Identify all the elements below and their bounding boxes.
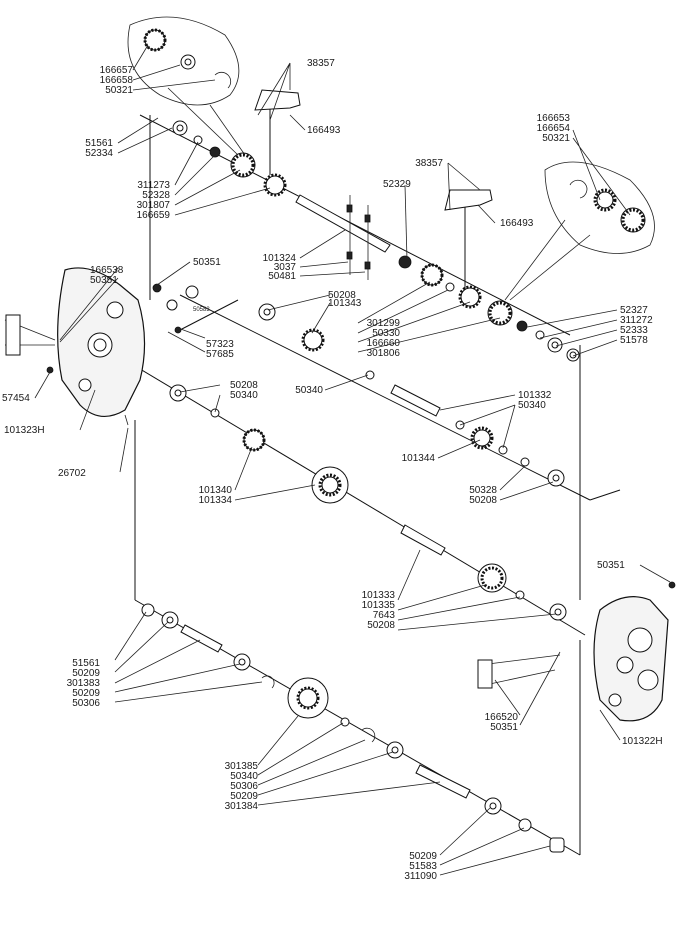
label-38357-b: 38357 [415, 158, 443, 169]
label-301384: 301384 [225, 801, 259, 812]
label-101335: 101335 [362, 600, 396, 611]
label-166653: 166653 [537, 113, 571, 124]
label-50351-d: 50351 [490, 722, 518, 733]
label-50321-a: 50321 [105, 85, 133, 96]
label-301806: 301806 [367, 348, 401, 359]
label-50351-b: 50351 [193, 257, 221, 268]
part-labels: 166657 166658 50321 38357 166493 51561 5… [2, 58, 663, 882]
label-50209-d: 50209 [409, 851, 437, 862]
label-50351-c: 50351 [597, 560, 625, 571]
top-shaft-parts [143, 28, 646, 362]
label-101333: 101333 [362, 590, 396, 601]
label-52329: 52329 [383, 179, 411, 190]
right-housing [477, 581, 676, 722]
label-166658: 166658 [100, 75, 134, 86]
label-50481: 50481 [268, 271, 296, 282]
bottom-shaft-parts [141, 603, 565, 853]
label-51561-a: 51561 [85, 138, 113, 149]
label-301299: 301299 [367, 318, 401, 329]
label-50340-b: 50340 [295, 385, 323, 396]
label-166538: 166538 [90, 265, 124, 276]
label-38357-a: 38357 [307, 58, 335, 69]
label-50340-a: 50340 [230, 390, 258, 401]
label-7643: 7643 [373, 610, 396, 621]
label-50208-b: 50208 [230, 380, 258, 391]
label-50351-a: 50351 [90, 275, 118, 286]
label-101334: 101334 [199, 495, 233, 506]
label-57323: 57323 [206, 339, 234, 350]
label-52328: 52328 [142, 190, 170, 201]
label-166659: 166659 [137, 210, 171, 221]
label-101323H: 101323H [4, 425, 45, 436]
label-3037: 3037 [274, 262, 297, 273]
label-101324: 101324 [263, 253, 297, 264]
label-301807: 301807 [137, 200, 171, 211]
label-311272: 311272 [620, 315, 653, 326]
label-50209-a: 50209 [72, 668, 100, 679]
shaft-axes [124, 90, 621, 856]
label-26702: 26702 [58, 468, 86, 479]
label-311090: 311090 [404, 871, 437, 882]
label-301385: 301385 [225, 761, 259, 772]
label-51578: 51578 [620, 335, 648, 346]
label-101340: 101340 [199, 485, 233, 496]
label-166493-b: 166493 [500, 218, 534, 229]
label-311273: 311273 [137, 180, 170, 191]
label-50321-b: 50321 [542, 133, 570, 144]
label-50208-c: 50208 [469, 495, 497, 506]
label-101322H: 101322H [622, 736, 663, 747]
label-50306-b: 50306 [230, 781, 258, 792]
label-50209-c: 50209 [230, 791, 258, 802]
label-50330: 50330 [372, 328, 400, 339]
label-166657: 166657 [100, 65, 134, 76]
label-57454: 57454 [2, 393, 30, 404]
left-housing [4, 267, 146, 426]
label-57685: 57685 [206, 349, 234, 360]
label-301383: 301383 [67, 678, 101, 689]
label-52327: 52327 [620, 305, 648, 316]
label-50328: 50328 [469, 485, 497, 496]
label-101343: 101343 [328, 298, 362, 309]
label-51561-b: 51561 [72, 658, 100, 669]
label-166493-a: 166493 [307, 125, 341, 136]
label-166520: 166520 [485, 712, 519, 723]
label-166660: 166660 [367, 338, 401, 349]
callout-bubble-left [127, 16, 246, 156]
label-50209-b: 50209 [72, 688, 100, 699]
label-101332: 101332 [518, 390, 552, 401]
label-50340-d: 50340 [230, 771, 258, 782]
label-50583: 50583 [193, 307, 210, 313]
label-101344: 101344 [402, 453, 436, 464]
label-50340-c: 50340 [518, 400, 546, 411]
label-52334: 52334 [85, 148, 113, 159]
leader-lines [34, 44, 671, 876]
label-50208-d: 50208 [367, 620, 395, 631]
label-50306-a: 50306 [72, 698, 100, 709]
label-52333: 52333 [620, 325, 648, 336]
middle-shaft-parts [152, 283, 567, 621]
label-166654: 166654 [537, 123, 571, 134]
callout-bubble-right [504, 161, 655, 301]
label-50208-a: 50208 [328, 290, 356, 301]
label-51583: 51583 [409, 861, 437, 872]
